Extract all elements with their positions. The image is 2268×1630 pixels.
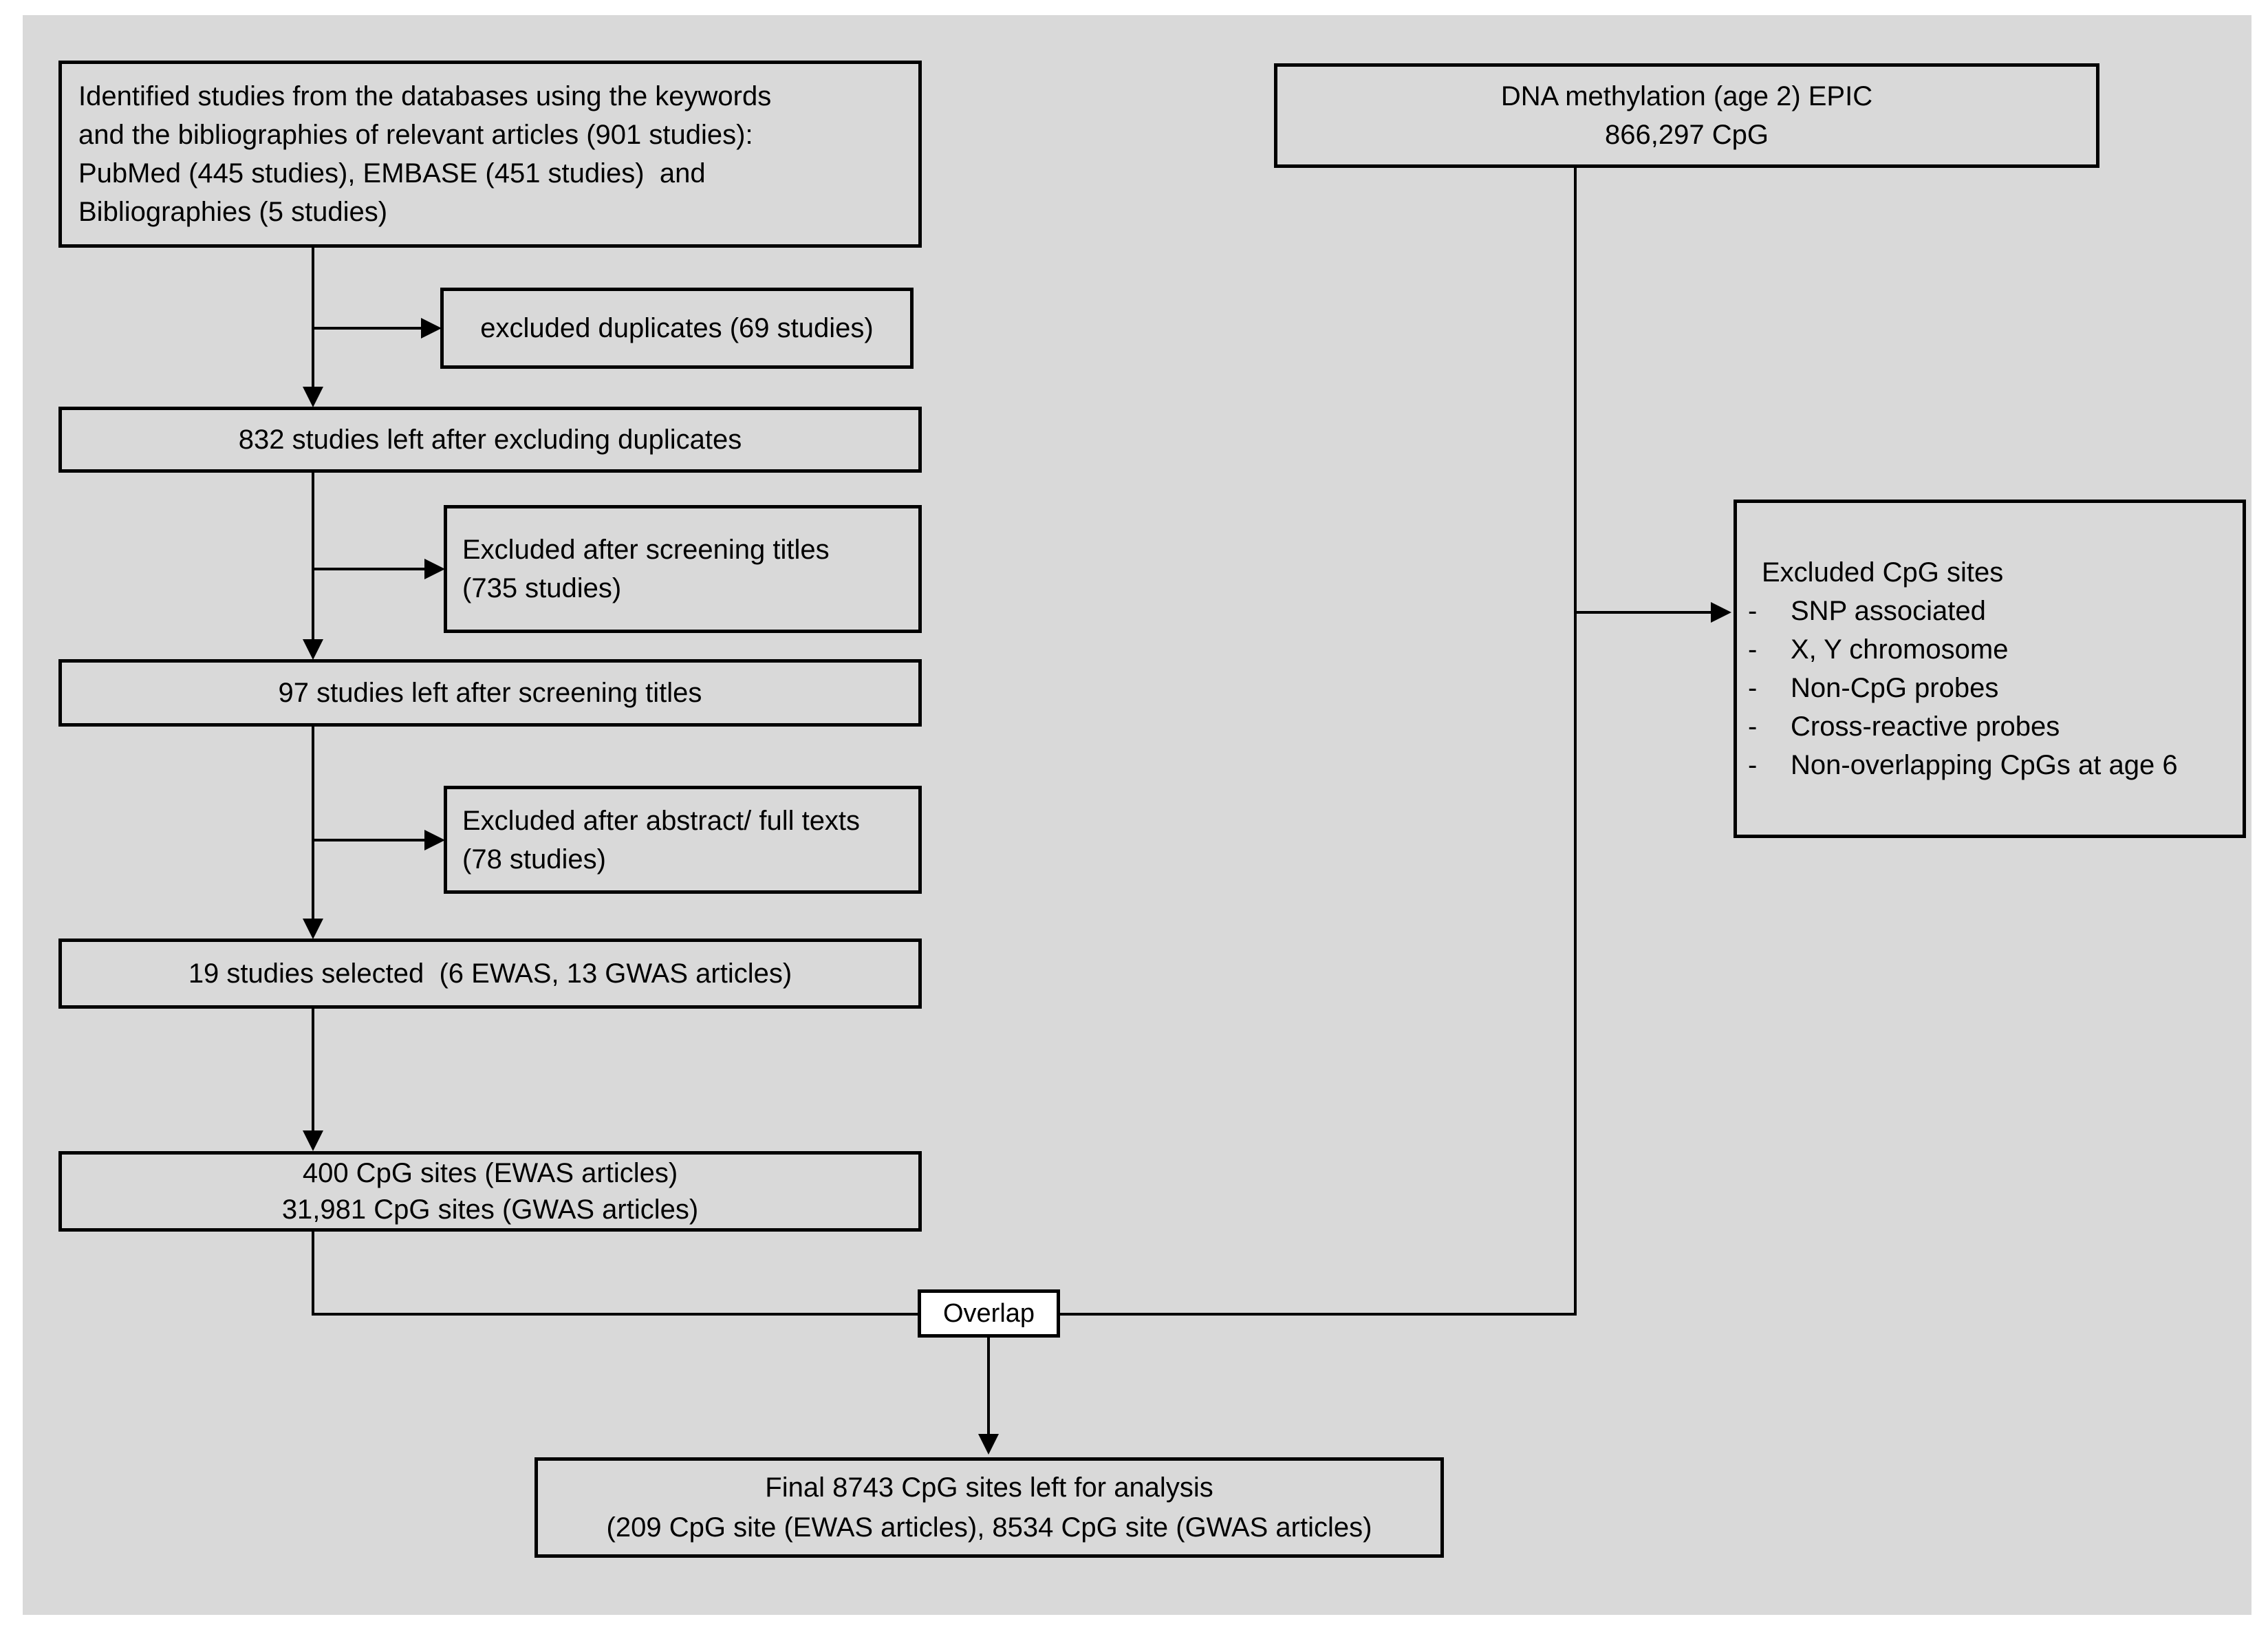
arrowhead-into-duplicates (421, 318, 442, 339)
connector-overlap-to-final (987, 1337, 990, 1435)
identified-line-3: PubMed (445 studies), EMBASE (451 studie… (78, 158, 706, 189)
arrowhead-into-excluded-cpg (1711, 602, 1731, 623)
box-excluded-cpg-sites: Excluded CpG sites - SNP associated - X,… (1734, 500, 2246, 838)
connector-branch-abstract (313, 839, 426, 841)
excluded-abstract-line-2: (78 studies) (462, 844, 606, 875)
arrowhead-into-final (978, 1434, 999, 1455)
arrowhead-into-832 (303, 387, 323, 407)
connector-97-to-19 (312, 725, 314, 919)
identified-line-4: Bibliographies (5 studies) (78, 197, 388, 227)
excluded-cpg-title: Excluded CpG sites (1762, 557, 2004, 588)
box-final-analysis: Final 8743 CpG sites left for analysis (… (534, 1457, 1444, 1558)
cpg-sites-line-2: 31,981 CpG sites (GWAS articles) (281, 1194, 699, 1225)
excluded-cpg-item-5: Non-overlapping CpGs at age 6 (1791, 750, 2178, 780)
connector-832-to-97 (312, 471, 314, 640)
excluded-duplicates-label: excluded duplicates (69 studies) (480, 313, 874, 343)
connector-branch-titles (313, 568, 426, 570)
97-studies-label: 97 studies left after screening titles (278, 678, 702, 708)
connector-branch-duplicates (313, 327, 423, 330)
connector-left-to-overlap (312, 1313, 918, 1316)
connector-identified-to-832 (312, 246, 314, 389)
excluded-cpg-item-row: - Non-overlapping CpGs at age 6 (1737, 746, 2178, 784)
diagram-canvas: Identified studies from the databases us… (23, 15, 2251, 1615)
box-19-studies-selected: 19 studies selected (6 EWAS, 13 GWAS art… (58, 939, 922, 1009)
excluded-cpg-item-row: - Cross-reactive probes (1737, 707, 2060, 746)
excluded-abstract-line-1: Excluded after abstract/ full texts (462, 805, 861, 836)
arrowhead-into-19 (303, 919, 323, 939)
excluded-cpg-item-row: - SNP associated (1737, 592, 1986, 630)
connector-19-to-400 (312, 1007, 314, 1131)
bullet-dash: - (1748, 750, 1758, 780)
excluded-titles-line-2: (735 studies) (462, 573, 622, 603)
bullet-dash: - (1748, 673, 1758, 703)
box-identified-studies: Identified studies from the databases us… (58, 61, 922, 248)
excluded-cpg-item-3: Non-CpG probes (1791, 673, 1999, 703)
excluded-cpg-item-4: Cross-reactive probes (1791, 711, 2060, 742)
excluded-cpg-item-row: - X, Y chromosome (1737, 630, 2008, 669)
cpg-sites-line-1: 400 CpG sites (EWAS articles) (302, 1157, 678, 1188)
excluded-cpg-item-1: SNP associated (1791, 596, 1986, 626)
bullet-dash: - (1748, 711, 1758, 742)
832-studies-label: 832 studies left after excluding duplica… (238, 425, 742, 455)
box-400-cpg-sites: 400 CpG sites (EWAS articles) 31,981 CpG… (58, 1151, 922, 1232)
excluded-cpg-item-row: - Non-CpG probes (1737, 669, 1998, 707)
box-832-studies: 832 studies left after excluding duplica… (58, 407, 922, 473)
box-overlap: Overlap (918, 1289, 1060, 1338)
connector-right-to-overlap (1059, 1313, 1577, 1316)
box-dna-methylation: DNA methylation (age 2) EPIC 866,297 CpG (1274, 63, 2099, 168)
identified-line-2: and the bibliographies of relevant artic… (78, 120, 753, 150)
box-excluded-abstract: Excluded after abstract/ full texts (78 … (444, 786, 922, 894)
final-line-2: (209 CpG site (EWAS articles), 8534 CpG … (606, 1512, 1372, 1543)
19-studies-label: 19 studies selected (6 EWAS, 13 GWAS art… (188, 958, 792, 989)
box-97-studies: 97 studies left after screening titles (58, 659, 922, 727)
identified-line-1: Identified studies from the databases us… (78, 81, 772, 111)
dna-methylation-line-1: DNA methylation (age 2) EPIC (1500, 81, 1873, 111)
connector-dna-down (1574, 167, 1577, 1316)
arrowhead-into-abstract (424, 830, 445, 850)
bullet-dash: - (1748, 596, 1758, 626)
excluded-titles-line-1: Excluded after screening titles (462, 535, 830, 565)
connector-400-down (312, 1230, 314, 1316)
arrowhead-into-titles (424, 559, 445, 579)
arrowhead-into-97 (303, 639, 323, 660)
overlap-label: Overlap (942, 1299, 1035, 1328)
excluded-cpg-item-2: X, Y chromosome (1791, 634, 2009, 665)
final-line-1: Final 8743 CpG sites left for analysis (765, 1472, 1213, 1503)
dna-methylation-line-2: 866,297 CpG (1605, 120, 1769, 150)
bullet-dash: - (1748, 634, 1758, 665)
box-excluded-duplicates: excluded duplicates (69 studies) (440, 288, 914, 369)
box-excluded-titles: Excluded after screening titles (735 stu… (444, 505, 922, 633)
arrowhead-into-400 (303, 1130, 323, 1151)
connector-branch-excluded-cpg (1575, 611, 1713, 614)
